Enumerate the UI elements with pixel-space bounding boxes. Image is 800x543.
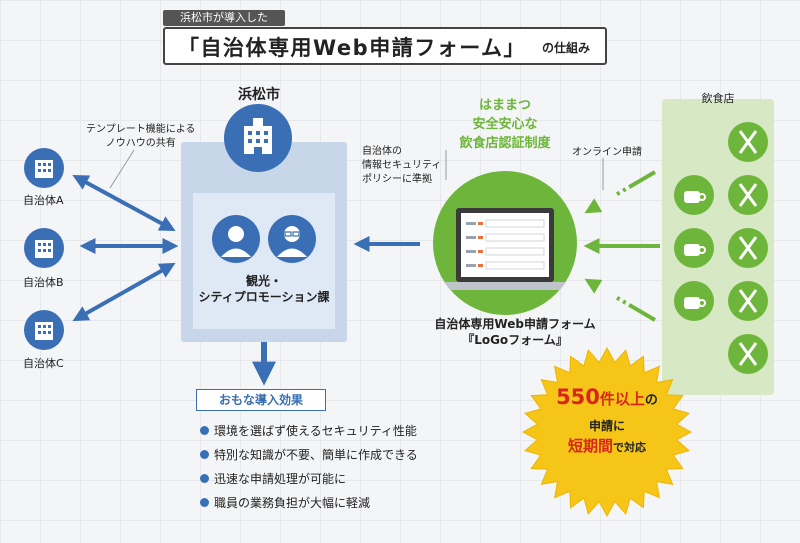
bullet-dot bbox=[200, 498, 209, 507]
burst-count-suffix: 件以上 bbox=[599, 390, 645, 408]
city-hall-icon bbox=[224, 104, 292, 172]
starburst-badge bbox=[521, 346, 693, 518]
fork-knife-icon bbox=[728, 334, 768, 374]
municipality-b-label: 自治体B bbox=[23, 276, 64, 289]
burst-line3: 短期間で対応 bbox=[532, 435, 682, 456]
city-name: 浜松市 bbox=[238, 87, 280, 103]
effect-item: 特別な知識が不要、簡単に作成できる bbox=[200, 446, 418, 463]
form-name: 自治体専用Web申請フォーム 『LoGoフォーム』 bbox=[418, 316, 612, 348]
policy-annotation: 自治体の 情報セキュリティ ポリシーに準拠 bbox=[362, 145, 441, 187]
template-annotation: テンプレート機能による ノウハウの共有 bbox=[86, 123, 195, 151]
certification-line1: はままつ bbox=[478, 98, 531, 113]
bullet-dot bbox=[200, 450, 209, 459]
building-icon bbox=[24, 310, 64, 350]
arrow-online-bottom bbox=[584, 278, 657, 322]
template-annotation-line2: ノウハウの共有 bbox=[105, 138, 176, 149]
policy-annotation-line2: 情報セキュリティ bbox=[362, 160, 442, 171]
municipality-a-label: 自治体A bbox=[23, 194, 64, 207]
fork-knife-icon bbox=[728, 228, 768, 268]
restaurants-title: 飲食店 bbox=[701, 92, 735, 105]
form-name-line1: 自治体専用Web申請フォーム bbox=[434, 317, 596, 331]
fork-knife-icon bbox=[728, 281, 768, 321]
department-label-line2: シティプロモーション課 bbox=[198, 290, 330, 304]
header-subtitle: 浜松市が導入した bbox=[163, 10, 285, 26]
bullet-dot bbox=[200, 474, 209, 483]
restaurant-icon-grid bbox=[674, 122, 768, 374]
certification-line2: 安全安心な bbox=[472, 117, 538, 132]
arrow-online-top bbox=[584, 170, 657, 214]
burst-particle: の bbox=[644, 393, 658, 408]
municipality-c-label: 自治体C bbox=[23, 357, 64, 370]
certification-line3: 飲食店認証制度 bbox=[459, 136, 551, 151]
form-name-line2: 『LoGoフォーム』 bbox=[462, 333, 568, 347]
building-icon bbox=[24, 148, 64, 188]
effect-item: 迅速な申請処理が可能に bbox=[200, 470, 346, 487]
effect-item-text: 迅速な申請処理が可能に bbox=[214, 472, 347, 486]
bullet-dot bbox=[200, 426, 209, 435]
coffee-cup-icon bbox=[674, 281, 714, 321]
arrow-municipality-a bbox=[72, 174, 176, 232]
burst-line3-emphasis: 短期間 bbox=[567, 437, 613, 455]
person-glasses-icon bbox=[268, 215, 316, 263]
online-annotation: オンライン申請 bbox=[572, 147, 642, 158]
arrow-municipality-c bbox=[72, 262, 176, 322]
effects-heading: おもな導入効果 bbox=[196, 389, 326, 411]
header-title-box bbox=[163, 27, 607, 65]
coffee-cup-icon bbox=[674, 228, 714, 268]
header-title: 「自治体専用Web申請フォーム」 bbox=[178, 36, 527, 60]
burst-count-line: 550件以上の bbox=[532, 385, 682, 409]
burst-count: 550 bbox=[556, 385, 600, 409]
policy-annotation-line3: ポリシーに準拠 bbox=[362, 174, 432, 185]
effect-item-text: 特別な知識が不要、簡単に作成できる bbox=[214, 448, 418, 462]
form-laptop-illustration bbox=[433, 171, 577, 315]
department-label-line1: 観光・ bbox=[245, 274, 282, 288]
restaurant-icons bbox=[674, 122, 768, 374]
person-icon bbox=[212, 215, 260, 263]
effect-item-text: 環境を選ばず使えるセキュリティ性能 bbox=[214, 424, 417, 438]
department-card bbox=[193, 193, 335, 329]
building-icon bbox=[24, 228, 64, 268]
burst-line2: 申請に bbox=[588, 419, 625, 433]
effect-item: 職員の業務負担が大幅に軽減 bbox=[200, 494, 370, 511]
header-title-suffix: の仕組み bbox=[542, 41, 591, 55]
department-label: 観光・ シティプロモーション課 bbox=[193, 273, 335, 305]
effect-item-text: 職員の業務負担が大幅に軽減 bbox=[214, 496, 371, 510]
coffee-cup-icon bbox=[674, 175, 714, 215]
fork-knife-icon bbox=[728, 175, 768, 215]
policy-annotation-line1: 自治体の bbox=[362, 146, 402, 157]
burst-line3-rest: で対応 bbox=[613, 441, 646, 454]
fork-knife-icon bbox=[728, 122, 768, 162]
effect-item: 環境を選ばず使えるセキュリティ性能 bbox=[200, 422, 417, 439]
template-annotation-line1: テンプレート機能による bbox=[86, 124, 196, 135]
certification-title: はままつ 安全安心な 飲食店認証制度 bbox=[450, 96, 560, 153]
